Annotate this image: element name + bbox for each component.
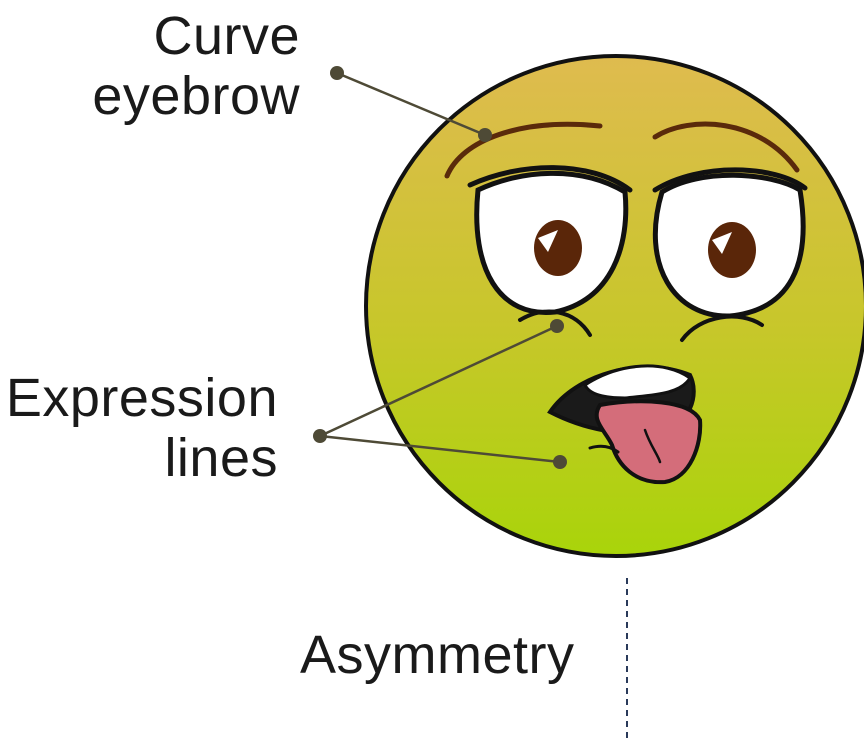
right-iris: [708, 222, 756, 278]
expression-lines-label: Expression lines: [6, 368, 278, 489]
right-eye: [655, 170, 805, 316]
asymmetry-label: Asymmetry: [300, 625, 575, 685]
curve-eyebrow-label: Curve eyebrow: [92, 6, 300, 127]
curve-eyebrow-label-line1: Curve: [92, 6, 300, 66]
sick-face-icon: [366, 56, 864, 556]
expression-lines-label-line1: Expression: [6, 368, 278, 428]
expression-lines-label-line2: lines: [6, 428, 278, 488]
left-iris: [534, 220, 582, 276]
curve-eyebrow-label-line2: eyebrow: [92, 66, 300, 126]
face-circle: [366, 56, 864, 556]
